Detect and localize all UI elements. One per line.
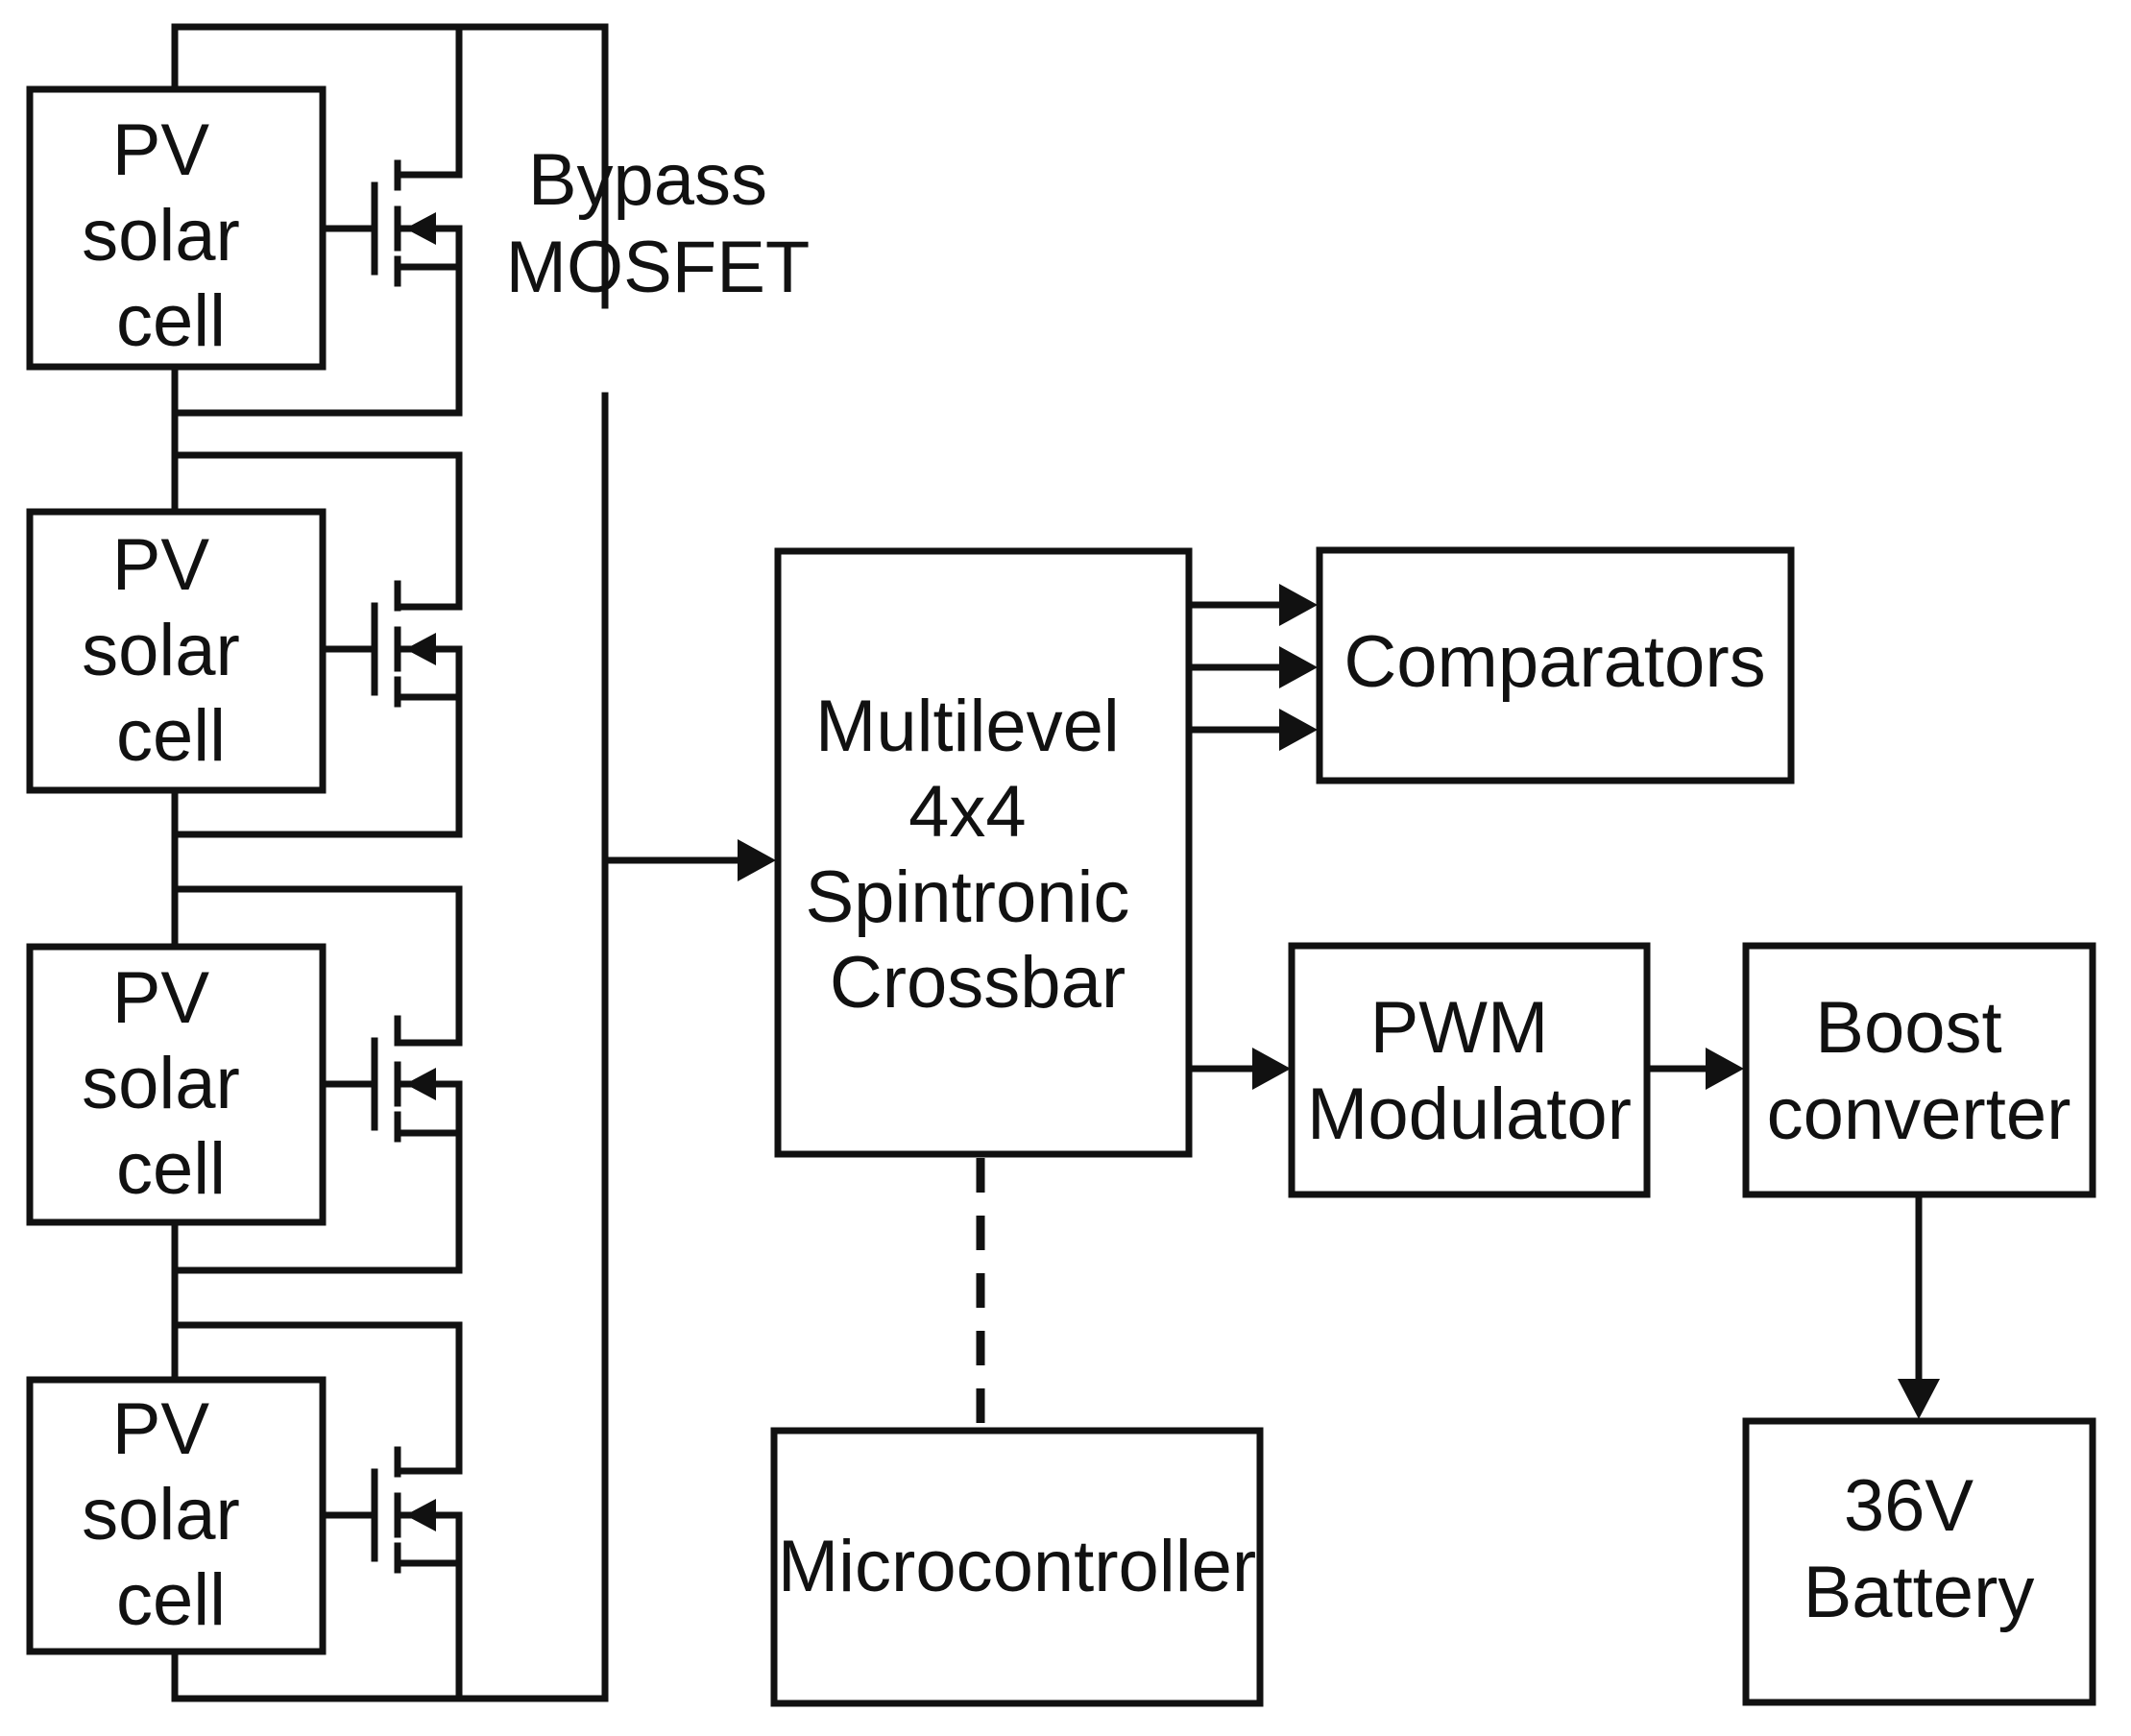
bus-to-crossbar-arrowhead (738, 839, 776, 881)
microcontroller-label: Microcontroller (778, 1526, 1256, 1607)
crossbar-label: Multilevel 4x4 Spintronic Crossbar (805, 686, 1150, 1024)
battery-box (1742, 1417, 2096, 1706)
crossbar-box (774, 547, 1193, 1158)
bypass-mosfet-2 (171, 451, 463, 838)
battery-label: 36V Battery (1804, 1465, 2035, 1633)
comparators: Comparators (1316, 546, 1795, 784)
pv-cell-3-box (26, 943, 327, 1226)
comparators-label: Comparators (1344, 621, 1765, 703)
pv-cell-4-box (26, 1376, 327, 1655)
pwm-modulator: PWM Modulator (1288, 942, 1651, 1198)
spintronic-crossbar: Multilevel 4x4 Spintronic Crossbar (774, 547, 1193, 1158)
boost-converter: Boost converter (1742, 942, 2096, 1198)
pwm-to-boost-arrowhead (1706, 1048, 1744, 1090)
comparators-box (1316, 546, 1795, 784)
microcontroller: Microcontroller (770, 1427, 1264, 1707)
pwm-box (1288, 942, 1651, 1198)
crossbar-to-pwm-arrowhead (1252, 1048, 1291, 1090)
microcontroller-box (770, 1427, 1264, 1707)
bypass-mosfet-label: Bypass MOSFET (506, 139, 811, 308)
pv-cell-2: PV solar cell (26, 508, 327, 794)
pv-cell-4: PV solar cell (26, 1376, 327, 1655)
pv-cell-1-box (26, 85, 327, 371)
pv-cell-2-label: PV solar cell (82, 524, 260, 777)
pv-cell-4-label: PV solar cell (82, 1388, 260, 1641)
boost-box (1742, 942, 2096, 1198)
pv-cell-1: PV solar cell (26, 85, 327, 371)
pv-string: PV solar cell PV solar cell (26, 23, 811, 1702)
boost-to-battery-arrowhead (1898, 1379, 1940, 1419)
bypass-mosfet-4 (171, 1321, 463, 1702)
crossbar-to-comparators-arrows (1185, 584, 1318, 751)
pwm-label: PWM Modulator (1307, 987, 1632, 1155)
pv-cell-1-label: PV solar cell (82, 109, 260, 362)
boost-label: Boost converter (1767, 987, 2071, 1155)
pv-cell-3: PV solar cell (26, 943, 327, 1226)
bypass-mosfet-1 (171, 23, 463, 417)
battery: 36V Battery (1742, 1417, 2096, 1706)
pv-cell-2-box (26, 508, 327, 794)
pv-cell-3-label: PV solar cell (82, 957, 260, 1210)
bypass-mosfet-3 (171, 885, 463, 1274)
